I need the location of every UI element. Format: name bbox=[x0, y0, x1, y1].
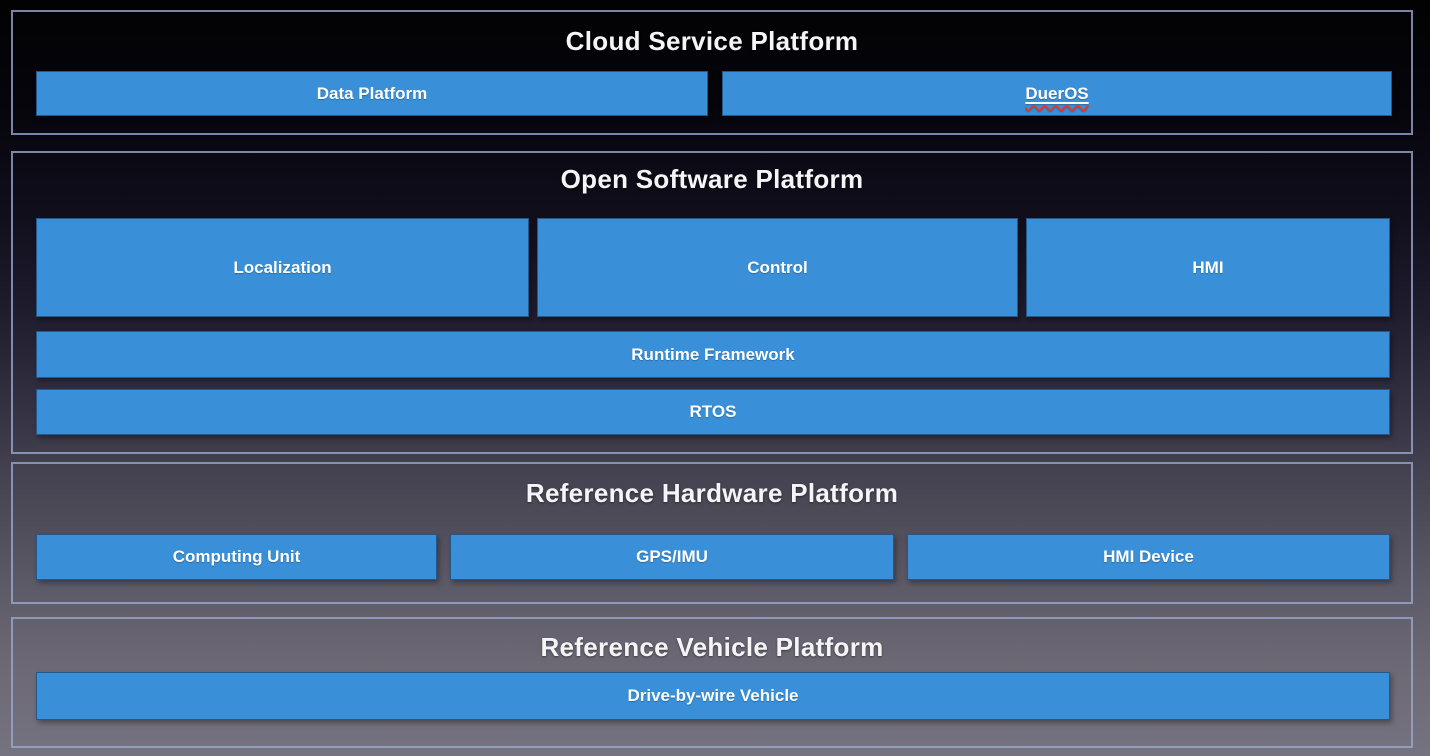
section-open-software-platform: Open Software Platform Localization Cont… bbox=[11, 151, 1413, 454]
box-label: HMI Device bbox=[1103, 547, 1194, 566]
section-title-reference-vehicle-platform: Reference Vehicle Platform bbox=[540, 632, 884, 662]
box-label: Drive-by-wire Vehicle bbox=[627, 686, 799, 705]
box-label: Computing Unit bbox=[172, 547, 301, 566]
box-label: Runtime Framework bbox=[631, 344, 795, 364]
box-hmi-device: HMI Device bbox=[907, 534, 1390, 580]
section-title-cloud-service-platform: Cloud Service Platform bbox=[565, 26, 859, 56]
box-computing-unit: Computing Unit bbox=[36, 534, 437, 580]
box-localization: Localization bbox=[36, 218, 529, 317]
box-gps-imu: GPS/IMU bbox=[450, 534, 894, 580]
box-drive-by-wire-vehicle: Drive-by-wire Vehicle bbox=[36, 672, 1390, 720]
box-runtime-framework: Runtime Framework bbox=[36, 331, 1390, 378]
box-label: Data Platform bbox=[316, 83, 428, 103]
box-label: GPS/IMU bbox=[636, 547, 708, 566]
box-hmi: HMI bbox=[1026, 218, 1390, 317]
box-data-platform: Data Platform bbox=[36, 71, 708, 116]
section-cloud-service-platform: Cloud Service Platform Data Platform Due… bbox=[11, 10, 1413, 135]
box-label-underline: DuerOS bbox=[1025, 84, 1088, 104]
section-reference-hardware-platform: Reference Hardware Platform Computing Un… bbox=[11, 462, 1413, 604]
section-title-open-software-platform: Open Software Platform bbox=[560, 164, 864, 194]
section-reference-vehicle-platform: Reference Vehicle Platform Drive-by-wire… bbox=[11, 617, 1413, 748]
section-title-reference-hardware-platform: Reference Hardware Platform bbox=[525, 478, 899, 508]
box-label: HMI bbox=[1192, 257, 1224, 277]
box-rtos: RTOS bbox=[36, 389, 1390, 435]
box-label: DuerOS bbox=[1025, 83, 1089, 103]
box-label: Localization bbox=[233, 257, 332, 277]
box-label: Control bbox=[747, 257, 808, 277]
box-control: Control bbox=[537, 218, 1018, 317]
box-dueros: DuerOS bbox=[722, 71, 1392, 116]
box-label: RTOS bbox=[689, 402, 737, 421]
